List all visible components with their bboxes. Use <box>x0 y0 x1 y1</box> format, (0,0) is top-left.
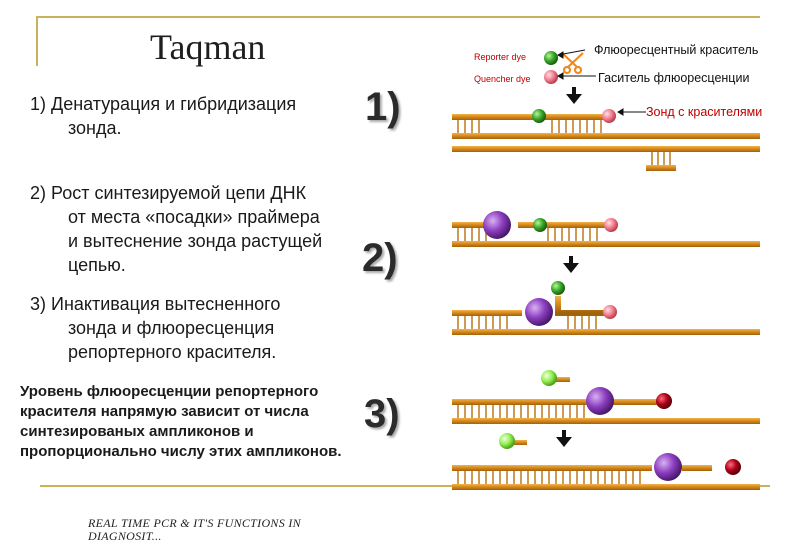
stage1-quencher <box>602 109 616 123</box>
stage1-down-arrow <box>566 87 582 104</box>
step1-line2: зонда. <box>68 118 122 138</box>
page-title: Taqman <box>150 27 266 67</box>
scissors-icon <box>561 52 584 75</box>
legend-quencher: Гаситель флюоресценции <box>598 71 750 85</box>
step2-text: 2) Рост синтезируемой цепи ДНК от места … <box>30 181 410 277</box>
stage3a-quencher <box>656 393 672 409</box>
fluorescence-note: Уровень флюоресценции репортерного краси… <box>20 382 420 462</box>
stage2-down-arrow <box>563 256 579 273</box>
stage2b-reporter <box>551 281 565 295</box>
legend-pointer-lines <box>557 49 646 116</box>
footer-line2: DIAGNOSIT... <box>88 529 162 540</box>
step1-number: 1) <box>365 85 401 129</box>
step2-line3: и вытеснение зонда растущей <box>68 231 323 251</box>
step1-text: 1) Денатурация и гибридизация зонда. <box>30 92 370 140</box>
stage2a-strands <box>452 222 760 247</box>
legend-probe: Зонд с красителями <box>646 105 763 119</box>
stage2a-reporter <box>533 218 547 232</box>
frame-bottom-line <box>40 485 770 487</box>
stage3b-free-reporter <box>499 433 515 449</box>
stage3b-strands <box>452 440 760 490</box>
note-line4: пропорционально числу этих ампликонов. <box>20 443 342 460</box>
legend-quencher-dot <box>544 70 558 84</box>
step3-line1: 3) Инактивация вытесненного <box>30 294 281 314</box>
stage2b-polymerase <box>525 298 553 326</box>
stage3a-polymerase <box>586 387 614 415</box>
note-line2: красителя напрямую зависит от числа <box>20 403 309 420</box>
stage3a-free-reporter <box>541 370 557 386</box>
stage1-strands <box>452 114 760 171</box>
stage2a-polymerase <box>483 211 511 239</box>
step3-line2: зонда и флюоресценция <box>68 318 275 338</box>
note-line3: синтезированых ампликонов и <box>20 423 254 440</box>
stage2b-strands <box>452 296 760 335</box>
stage3a-strands <box>452 377 760 424</box>
footer-caption: REAL TIME PCR & IT'S FUNCTIONS IN DIAGNO… <box>88 517 368 540</box>
step2-line1: 2) Рост синтезируемой цепи ДНК <box>30 183 307 203</box>
step1-line1: 1) Денатурация и гибридизация <box>30 94 297 114</box>
stage3-down-arrow <box>556 430 572 447</box>
note-line1: Уровень флюоресценции репортерного <box>20 383 319 400</box>
stage1-reporter <box>532 109 546 123</box>
reporter-dye-label: Reporter dye <box>474 52 527 62</box>
legend-fluorescent-dye: Флюоресцентный краситель <box>594 43 759 57</box>
frame-left-line <box>36 16 38 66</box>
step2-line2: от места «посадки» праймера <box>68 207 320 227</box>
stage3b-polymerase <box>654 453 682 481</box>
legend-reporter-dot <box>544 51 558 65</box>
stage3b-quencher <box>725 459 741 475</box>
step3-line3: репортерного красителя. <box>68 342 277 362</box>
stage2a-quencher <box>604 218 618 232</box>
step2-number: 2) <box>362 236 398 280</box>
frame-top-line <box>36 16 760 18</box>
step3-number: 3) <box>364 392 400 436</box>
footer-line1: REAL TIME PCR & IT'S FUNCTIONS IN <box>88 517 301 530</box>
step2-line4: цепью. <box>68 255 126 275</box>
quencher-dye-label: Quencher dye <box>474 74 531 84</box>
stage2b-quencher <box>603 305 617 319</box>
step3-text: 3) Инактивация вытесненного зонда и флюо… <box>30 292 410 364</box>
